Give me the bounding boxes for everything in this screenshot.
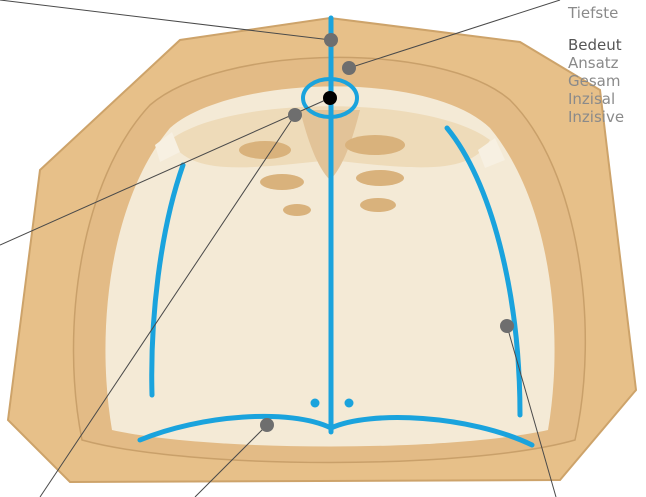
legend-item: Inzisive bbox=[568, 108, 646, 126]
ruga-left-2 bbox=[260, 174, 304, 190]
callout-line-top-left bbox=[0, 0, 331, 40]
legend-item: Inzisal bbox=[568, 90, 646, 108]
marker-papilla bbox=[342, 61, 356, 75]
legend-top-text: Tiefste bbox=[568, 4, 646, 22]
marker-ruga bbox=[288, 108, 302, 122]
ruga-left-3 bbox=[283, 204, 311, 216]
marker-midline-top bbox=[324, 33, 338, 47]
legend-item: Ansatz bbox=[568, 54, 646, 72]
ruga-left-1 bbox=[239, 141, 291, 159]
ruga-right-2 bbox=[356, 170, 404, 186]
ruga-right-1 bbox=[345, 135, 405, 155]
ruga-right-3 bbox=[360, 198, 396, 212]
legend-item: Gesam bbox=[568, 72, 646, 90]
legend-heading: Bedeut bbox=[568, 36, 646, 54]
legend-text: Tiefste Bedeut Ansatz Gesam Inzisal Inzi… bbox=[568, 4, 646, 126]
incisive-point-dot bbox=[323, 91, 337, 105]
fovea-dot-left bbox=[311, 399, 320, 408]
marker-posterior bbox=[260, 418, 274, 432]
marker-right-ridge bbox=[500, 319, 514, 333]
fovea-dot-right bbox=[345, 399, 354, 408]
